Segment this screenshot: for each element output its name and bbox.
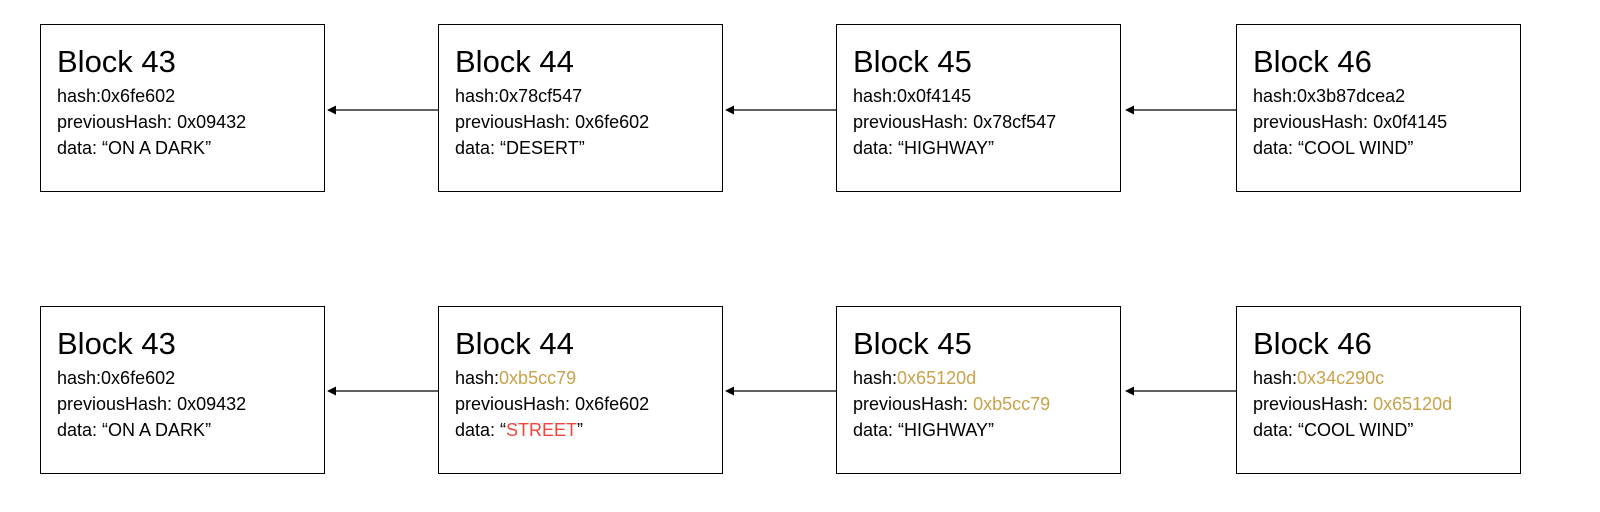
block-data-line: data: “HIGHWAY”: [853, 420, 995, 440]
block-prev-hash-line: previousHash: 0x09432: [57, 112, 247, 132]
block-44-original: Block 44 hash:0x78cf547 previousHash: 0x…: [438, 24, 723, 192]
block-prev-hash-line: previousHash: 0x09432: [57, 394, 247, 414]
block-prev-hash: 0x09432: [177, 112, 247, 132]
block-hash: 0x6fe602: [101, 86, 176, 106]
block-data: DESERT: [506, 138, 579, 158]
block-prev-hash-line: previousHash: 0xb5cc79: [853, 394, 1051, 414]
block-prev-hash: 0x6fe602: [575, 394, 650, 414]
block-hash-line: hash:0x6fe602: [57, 368, 176, 388]
block-data: COOL WIND: [1304, 138, 1408, 158]
block-data-line: data: “STREET”: [455, 420, 584, 440]
block-title: Block 46: [1253, 326, 1372, 361]
block-prev-hash-line: previousHash: 0x6fe602: [455, 112, 650, 132]
block-hash-line: hash:0x65120d: [853, 368, 977, 388]
block-prev-hash-line: previousHash: 0x65120d: [1253, 394, 1453, 414]
block-prev-hash-line: previousHash: 0x6fe602: [455, 394, 650, 414]
block-title: Block 46: [1253, 44, 1372, 79]
block-data: ON A DARK: [108, 138, 206, 158]
block-data-line: data: “ON A DARK”: [57, 138, 212, 158]
block-hash: 0x0f4145: [897, 86, 972, 106]
block-data: HIGHWAY: [904, 138, 989, 158]
block-prev-hash: 0x0f4145: [1373, 112, 1448, 132]
block-prev-hash-line: previousHash: 0x0f4145: [1253, 112, 1448, 132]
block-hash-line: hash:0x34c290c: [1253, 368, 1385, 388]
block-data: COOL WIND: [1304, 420, 1408, 440]
block-hash-line: hash:0x78cf547: [455, 86, 583, 106]
block-data: ON A DARK: [108, 420, 206, 440]
block-data-line: data: “COOL WIND”: [1253, 138, 1414, 158]
block-prev-hash: 0x6fe602: [575, 112, 650, 132]
block-hash-changed: 0xb5cc79: [499, 368, 577, 388]
block-43-tampered-chain: Block 43 hash:0x6fe602 previousHash: 0x0…: [40, 306, 325, 474]
block-title: Block 45: [853, 326, 972, 361]
block-prev-hash-changed: 0xb5cc79: [973, 394, 1051, 414]
block-title: Block 44: [455, 326, 574, 361]
block-prev-hash: 0x09432: [177, 394, 247, 414]
block-prev-hash-line: previousHash: 0x78cf547: [853, 112, 1057, 132]
block-hash: 0x78cf547: [499, 86, 583, 106]
block-45-tampered-chain: Block 45 hash:0x65120d previousHash: 0xb…: [836, 306, 1121, 474]
block-data-line: data: “HIGHWAY”: [853, 138, 995, 158]
block-hash: 0x6fe602: [101, 368, 176, 388]
block-data-line: data: “ON A DARK”: [57, 420, 212, 440]
block-46-original: Block 46 hash:0x3b87dcea2 previousHash: …: [1236, 24, 1521, 192]
block-46-tampered-chain: Block 46 hash:0x34c290c previousHash: 0x…: [1236, 306, 1521, 474]
block-44-tampered-chain: Block 44 hash:0xb5cc79 previousHash: 0x6…: [438, 306, 723, 474]
block-hash-changed: 0x65120d: [897, 368, 977, 388]
block-hash-line: hash:0x6fe602: [57, 86, 176, 106]
block-43-original: Block 43 hash:0x6fe602 previousHash: 0x0…: [40, 24, 325, 192]
block-data: HIGHWAY: [904, 420, 989, 440]
block-title: Block 43: [57, 326, 176, 361]
block-hash: 0x3b87dcea2: [1297, 86, 1406, 106]
block-45-original: Block 45 hash:0x0f4145 previousHash: 0x7…: [836, 24, 1121, 192]
block-title: Block 45: [853, 44, 972, 79]
block-data-line: data: “DESERT”: [455, 138, 585, 158]
block-hash-line: hash:0xb5cc79: [455, 368, 577, 388]
block-title: Block 43: [57, 44, 176, 79]
block-hash-line: hash:0x3b87dcea2: [1253, 86, 1406, 106]
block-data-line: data: “COOL WIND”: [1253, 420, 1414, 440]
block-prev-hash-changed: 0x65120d: [1373, 394, 1453, 414]
block-hash-changed: 0x34c290c: [1297, 368, 1385, 388]
block-data-tampered: STREET: [506, 420, 578, 440]
block-prev-hash: 0x78cf547: [973, 112, 1057, 132]
block-title: Block 44: [455, 44, 574, 79]
block-hash-line: hash:0x0f4145: [853, 86, 972, 106]
